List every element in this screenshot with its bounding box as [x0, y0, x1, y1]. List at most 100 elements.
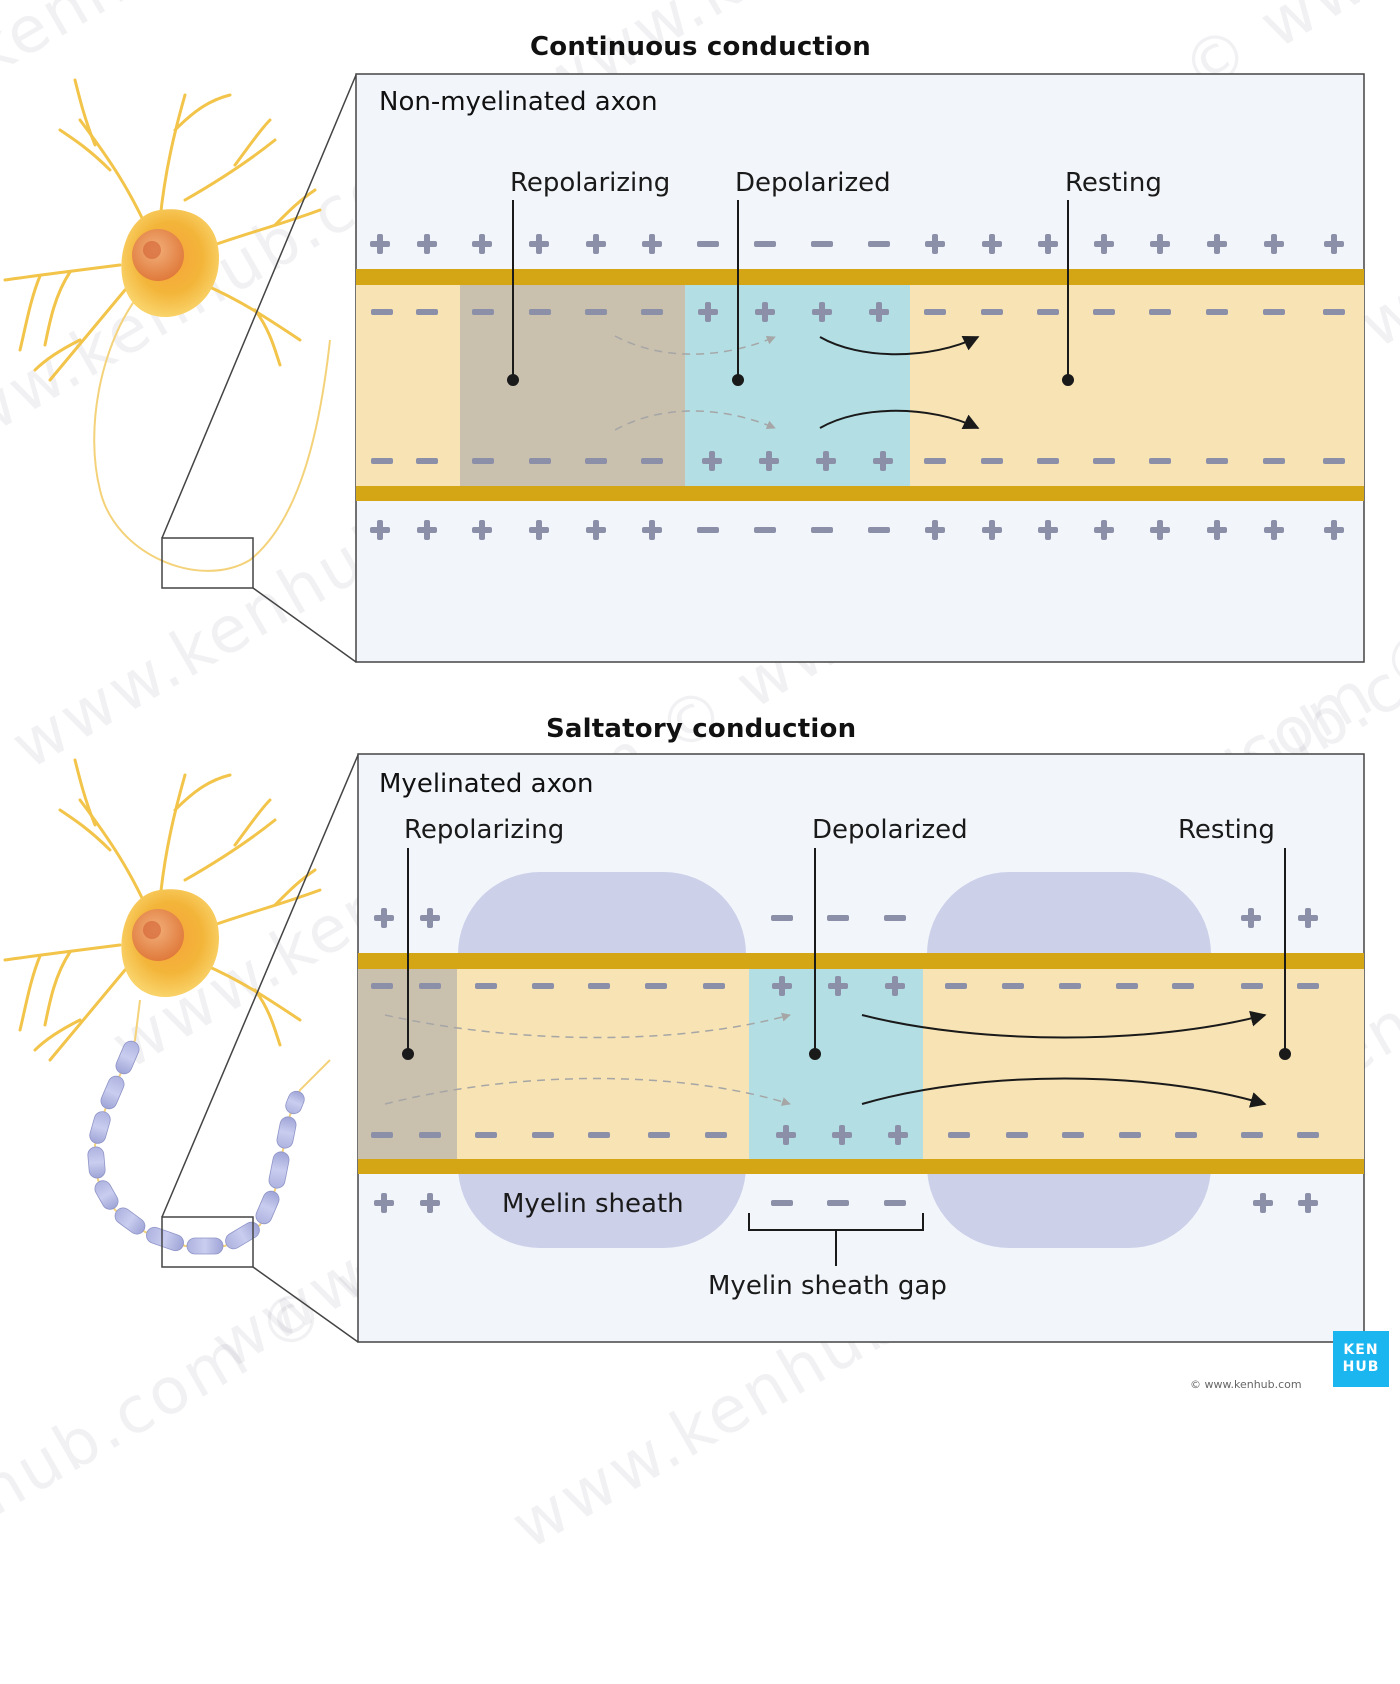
- myelin-segment: [255, 1190, 280, 1225]
- positive-ion: [869, 302, 889, 322]
- faint-arrow-lower-bottom: [384, 1077, 791, 1106]
- positive-ion: [776, 1125, 796, 1145]
- negative-ion: [475, 1132, 497, 1138]
- membrane-lower-bottom: [358, 1159, 1364, 1174]
- non-myelinated-axon: [356, 269, 1364, 501]
- leader-lines-bottom: [402, 848, 1291, 1060]
- label-myelin-sheath: Myelin sheath: [502, 1189, 684, 1219]
- negative-ion: [1206, 309, 1228, 315]
- positive-ion: [816, 451, 836, 471]
- myelin-segment: [146, 1226, 184, 1252]
- negative-ion: [771, 915, 793, 921]
- negative-ion: [1002, 983, 1024, 989]
- negative-ion: [1006, 1132, 1028, 1138]
- negative-ion: [1323, 458, 1345, 464]
- repolarizing-zone-top: [460, 285, 685, 486]
- positive-ion: [832, 1125, 852, 1145]
- negative-ion: [416, 309, 438, 315]
- negative-ion: [371, 1132, 393, 1138]
- positive-ion: [417, 520, 437, 540]
- arrow-upper-top: [819, 335, 980, 356]
- positive-ion: [1094, 234, 1114, 254]
- positive-ion: [1253, 1193, 1273, 1213]
- faint-arrow-lower-top: [614, 410, 776, 431]
- negative-ion: [945, 983, 967, 989]
- negative-ion: [472, 309, 494, 315]
- depolarized-zone-top: [685, 285, 910, 486]
- saltatory-conduction-title: Saltatory conduction: [546, 714, 857, 744]
- positive-ion: [529, 520, 549, 540]
- negative-ion: [641, 309, 663, 315]
- negative-ion: [529, 309, 551, 315]
- label-depolarized-top: Depolarized: [735, 168, 891, 198]
- zoom-callout-top: [161, 74, 357, 663]
- membrane-upper-top: [356, 269, 1364, 285]
- negative-ion: [1093, 458, 1115, 464]
- zoom-callout-bottom: [161, 754, 359, 1343]
- negative-ion: [1323, 309, 1345, 315]
- negative-ion: [1297, 1132, 1319, 1138]
- negative-ion: [924, 309, 946, 315]
- negative-ion: [1172, 983, 1194, 989]
- copyright-text: © www.kenhub.com: [1190, 1378, 1302, 1391]
- negative-ion: [585, 458, 607, 464]
- negative-ion: [585, 309, 607, 315]
- positive-ion: [472, 520, 492, 540]
- negative-ion: [588, 1132, 610, 1138]
- negative-ion: [981, 309, 1003, 315]
- ions-bottom: [371, 908, 1319, 1213]
- positive-ion: [642, 520, 662, 540]
- myelin-segment: [186, 1237, 224, 1255]
- positive-ion: [1094, 520, 1114, 540]
- myelin-segment: [115, 1040, 140, 1075]
- myelin-segment: [100, 1075, 125, 1110]
- ions-top: [370, 234, 1345, 540]
- arrow-lower-bottom: [861, 1077, 1267, 1108]
- positive-ion: [1264, 234, 1284, 254]
- positive-ion: [1038, 234, 1058, 254]
- myelinated-axon-heading: Myelinated axon: [379, 769, 594, 799]
- negative-ion: [754, 527, 776, 533]
- myelin-segment: [114, 1207, 146, 1235]
- positive-ion: [586, 520, 606, 540]
- positive-ion: [642, 234, 662, 254]
- faint-arrow-upper-bottom: [384, 1012, 791, 1039]
- neuron-illustration-bottom: [3, 758, 331, 1255]
- negative-ion: [371, 458, 393, 464]
- current-arrows-top: [614, 335, 980, 431]
- negative-ion: [1297, 983, 1319, 989]
- current-arrows-bottom: [384, 1010, 1267, 1108]
- positive-ion: [702, 451, 722, 471]
- positive-ion: [982, 520, 1002, 540]
- label-resting-top: Resting: [1065, 168, 1162, 198]
- positive-ion: [1324, 520, 1344, 540]
- positive-ion: [370, 234, 390, 254]
- negative-ion: [475, 983, 497, 989]
- label-repolarizing-top: Repolarizing: [510, 168, 671, 198]
- negative-ion: [1263, 309, 1285, 315]
- arrow-lower-top: [819, 409, 980, 430]
- kenhub-logo[interactable]: KEN HUB: [1333, 1331, 1389, 1387]
- negative-ion: [827, 1200, 849, 1206]
- positive-ion: [885, 976, 905, 996]
- label-resting-bottom: Resting: [1178, 815, 1275, 845]
- membrane-upper-bottom: [358, 953, 1364, 969]
- negative-ion: [1116, 983, 1138, 989]
- negative-ion: [1149, 458, 1171, 464]
- myelin-segment: [87, 1146, 106, 1179]
- myelin-segment: [89, 1111, 111, 1144]
- negative-ion: [648, 1132, 670, 1138]
- negative-ion: [1037, 309, 1059, 315]
- positive-ion: [529, 234, 549, 254]
- leader-lines-top: [507, 200, 1074, 386]
- negative-ion: [754, 241, 776, 247]
- myelin-segment: [276, 1116, 297, 1149]
- logo-line-1: KEN: [1343, 1342, 1379, 1358]
- positive-ion: [1298, 908, 1318, 928]
- negative-ion: [705, 1132, 727, 1138]
- negative-ion: [697, 527, 719, 533]
- negative-ion: [416, 458, 438, 464]
- negative-ion: [868, 527, 890, 533]
- negative-ion: [641, 458, 663, 464]
